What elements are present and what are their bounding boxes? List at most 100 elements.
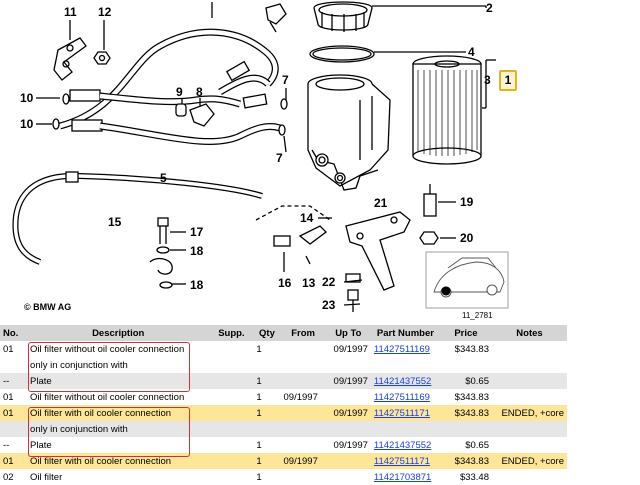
cell-from <box>281 341 326 357</box>
label-17: 17 <box>190 225 204 239</box>
cell-desc: only in conjunction with <box>27 421 210 437</box>
nut-part <box>93 51 111 65</box>
part-number-link[interactable]: 11421703871 <box>373 471 432 483</box>
cell-qty: 1 <box>256 471 262 483</box>
label-10: 10 <box>20 91 34 105</box>
part-number-link[interactable]: 11427511171 <box>373 455 430 467</box>
table-header-row: No. Description Supp. Qty From Up To Par… <box>0 325 567 341</box>
col-part-number: Part Number <box>370 325 440 341</box>
copyright-text: © BMW AG <box>24 302 71 312</box>
vehicle-location-thumbnail <box>425 251 509 309</box>
cell-price <box>440 357 492 373</box>
part-number-link[interactable]: 11427511169 <box>373 343 430 355</box>
cell-price: $343.83 <box>454 391 489 403</box>
label-2: 2 <box>486 1 493 15</box>
cell-no: 01 <box>0 453 28 469</box>
label-18: 18 <box>190 278 204 292</box>
label-12: 12 <box>98 5 112 19</box>
cell-price: $33.48 <box>459 471 489 483</box>
cell-upto <box>326 389 371 405</box>
col-price: Price <box>439 325 492 341</box>
cell-pn: 11427511171 <box>370 405 440 421</box>
cell-no: -- <box>0 373 28 389</box>
cell-from: 09/1997 <box>283 391 318 403</box>
cell-pn: 11421703871 <box>371 469 440 485</box>
filter-cover-part <box>313 1 373 32</box>
col-up-to: Up To <box>325 325 371 341</box>
cell-pn: 11427511169 <box>371 389 440 405</box>
label-22: 22 <box>322 275 336 289</box>
cell-notes <box>492 357 567 373</box>
o-ring-part <box>309 45 375 63</box>
cell-from <box>281 357 326 373</box>
label-13: 13 <box>302 276 316 290</box>
label-7: 7 <box>282 73 289 87</box>
cell-no <box>0 421 28 437</box>
label-21: 21 <box>374 196 388 210</box>
cell-from <box>280 373 326 389</box>
cell-no: 01 <box>3 391 14 403</box>
cell-supp <box>209 341 253 357</box>
cell-desc: Oil filter without oil cooler connection <box>30 343 185 355</box>
label-11: 11 <box>64 5 77 19</box>
cell-no <box>0 357 27 373</box>
cell-no: 01 <box>0 405 28 421</box>
label-15: 15 <box>108 215 122 229</box>
label-3: 3 <box>484 73 491 87</box>
cell-pn: 11427511171 <box>370 453 440 469</box>
cell-pn <box>370 421 440 437</box>
col-from: From <box>280 325 326 341</box>
cell-upto: 09/1997 <box>333 343 368 355</box>
cell-supp <box>209 421 254 437</box>
cell-supp <box>209 373 254 389</box>
parts-diagram: 11 12 10 10 9 8 7 7 5 15 17 18 18 14 16 … <box>12 1 509 320</box>
label-16: 16 <box>278 276 292 290</box>
cell-upto: 09/1997 <box>333 439 368 451</box>
cell-pn: 11421437552 <box>371 437 440 453</box>
cell-supp <box>209 405 254 421</box>
label-5: 5 <box>160 171 167 185</box>
cell-price <box>439 421 492 437</box>
part-number-link[interactable]: 11427511169 <box>373 391 430 403</box>
cell-qty: 1 <box>253 373 281 389</box>
cell-desc: Oil filter with oil cooler connection <box>27 405 210 421</box>
label-9: 9 <box>176 85 183 99</box>
cell-supp <box>209 357 253 373</box>
col-no: No. <box>0 325 28 341</box>
oil-filter-element-part <box>412 55 482 165</box>
cell-notes <box>492 341 567 357</box>
callout-part-1[interactable]: 1 <box>499 70 517 91</box>
cell-qty: 1 <box>253 453 281 469</box>
cell-qty <box>253 421 281 437</box>
cell-upto: 09/1997 <box>325 405 371 421</box>
cell-desc: Plate <box>30 439 52 451</box>
cell-desc: Oil filter <box>30 471 63 483</box>
cell-pn: 11427511169 <box>371 341 440 357</box>
parts-table: No. Description Supp. Qty From Up To Par… <box>0 325 567 485</box>
table-row: only in conjunction with <box>0 357 567 373</box>
cell-from: 09/1997 <box>280 453 326 469</box>
cell-from <box>280 405 326 421</box>
cell-supp <box>209 453 254 469</box>
cell-price: $343.83 <box>454 343 489 355</box>
table-row: only in conjunction with <box>0 421 567 437</box>
cell-qty: 1 <box>253 405 281 421</box>
cell-notes <box>492 437 567 453</box>
cell-price: $343.83 <box>439 453 492 469</box>
label-14: 14 <box>300 211 314 225</box>
cell-notes: ENDED, +core <box>492 405 567 421</box>
label-19: 19 <box>460 195 474 209</box>
cell-upto <box>325 421 371 437</box>
cell-qty <box>253 357 280 373</box>
cell-supp <box>209 437 253 453</box>
part-number-link[interactable]: 11421437552 <box>373 375 432 387</box>
part-number-link[interactable]: 11427511171 <box>373 407 430 419</box>
col-notes: Notes <box>492 325 567 341</box>
part-number-link[interactable]: 11421437552 <box>373 439 432 451</box>
label-10: 10 <box>20 117 34 131</box>
